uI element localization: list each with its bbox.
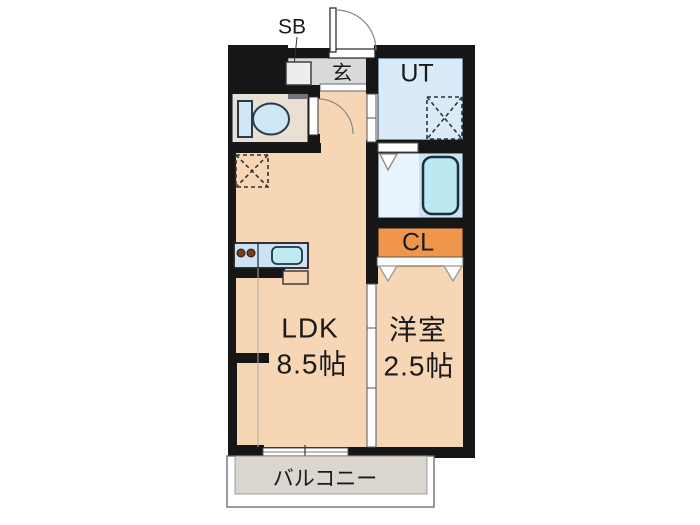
wall-segment: [228, 143, 321, 153]
balcony-label: バルコニー: [273, 468, 378, 491]
washer-space: [426, 96, 463, 140]
closet-folding-door-mark: [377, 265, 399, 283]
wall-segment: [308, 85, 320, 99]
entrance-door-threshold: [328, 48, 376, 59]
wall-segment: [228, 363, 237, 455]
bath-door: [377, 142, 419, 153]
wall-segment: [228, 447, 475, 458]
bedroom-floor: [368, 260, 468, 450]
wall-segment: [288, 93, 310, 99]
balcony-floor: [234, 455, 428, 495]
ldk-label: LDK: [281, 312, 338, 343]
wall-segment: [228, 85, 320, 93]
toilet-tank: [237, 100, 253, 138]
closet-label: CL: [402, 229, 434, 257]
washer-space-cross: [426, 96, 463, 140]
entrance-door-leaf: [329, 7, 337, 53]
bath-folding-door-mark: [378, 153, 399, 172]
shoe-box-label: SB: [278, 16, 306, 39]
entrance-door-swing-arc: [335, 9, 377, 51]
wall-segment: [366, 58, 378, 94]
washer-space-cross: [426, 96, 463, 140]
wall-segment: [228, 93, 232, 145]
wall-segment: [288, 48, 332, 58]
wall-segment: [228, 353, 269, 363]
dashed-equipment-spaces: [235, 96, 463, 188]
wall-segment: [463, 58, 475, 458]
wall-segment: [228, 268, 285, 278]
entry-step: [319, 83, 375, 92]
bedroom-sliding-door: [366, 283, 377, 448]
stove-burner: [236, 248, 246, 258]
closet-folding-door: [376, 256, 464, 267]
wall-segment: [228, 143, 236, 363]
wall-segment: [308, 134, 320, 153]
closet-folding-door-mark: [442, 265, 464, 283]
refrigerator-space: [235, 154, 269, 188]
entrance-label: 玄: [332, 61, 352, 84]
wall-segment: [366, 142, 378, 284]
bedroom-size-label: 2.5帖: [384, 350, 455, 381]
toilet-door-swing-arc: [317, 98, 354, 135]
refrigerator-space-cross: [235, 154, 269, 188]
bathtub: [421, 155, 460, 216]
wall-segment: [228, 445, 264, 458]
toilet-bowl: [252, 102, 290, 136]
kitchen-sink: [271, 246, 303, 265]
wall-segment: [366, 218, 475, 228]
utility-room-label: UT: [400, 60, 433, 88]
shoe-box: [285, 61, 312, 86]
toilet-door-leaf: [308, 96, 319, 136]
ldk-size-label: 8.5帖: [277, 348, 348, 379]
stove-burner: [246, 248, 256, 258]
toilet-room-outline: [231, 92, 309, 144]
bedroom-label: 洋室: [389, 314, 447, 345]
wall-segment: [374, 45, 475, 58]
kitchen-side-counter: [282, 270, 309, 285]
shoe-box-leader-line: [293, 36, 298, 67]
